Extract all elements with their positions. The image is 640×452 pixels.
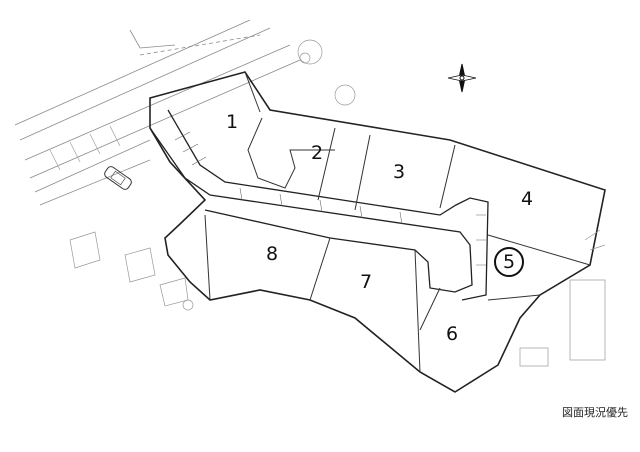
site-annotations — [69, 39, 606, 367]
lot-number-labels: 1 2 3 4 5 6 7 8 — [226, 111, 533, 345]
site-boundary — [149, 71, 606, 393]
access-road — [149, 109, 489, 301]
lot-boundaries — [204, 71, 591, 373]
adjacent-streets — [14, 19, 301, 206]
lot-6-label: 6 — [446, 323, 458, 345]
lot-1-label: 1 — [226, 111, 238, 133]
lot-4-label: 4 — [521, 188, 533, 210]
car-icon — [104, 166, 132, 190]
compass-rose-icon — [447, 63, 477, 93]
lot-2-label: 2 — [311, 142, 323, 164]
lot-5-label: 5 — [503, 251, 515, 273]
lot-3-label: 3 — [393, 161, 405, 183]
lot-5-highlight-circle — [494, 247, 524, 277]
lot-7-label: 7 — [360, 271, 372, 293]
lot-8-label: 8 — [266, 243, 278, 265]
drawing-note: 図面現況優先 — [562, 406, 628, 419]
road-hatching — [174, 131, 486, 266]
